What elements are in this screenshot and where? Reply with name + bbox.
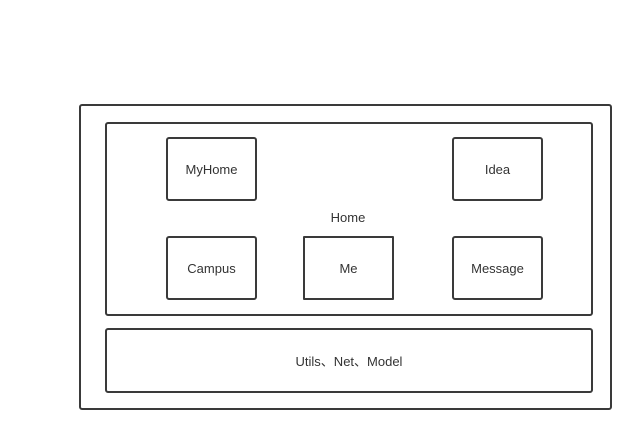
campus-module: Campus [166,236,257,300]
campus-module-label: Campus [187,260,236,276]
me-module-label: Me [339,260,358,276]
message-module: Message [452,236,543,300]
utils-net-model-layer: Utils、Net、Model [105,328,593,393]
home-module-label: Home [330,210,366,225]
myhome-module: MyHome [166,137,257,201]
me-module: Me [303,236,394,300]
myhome-module-label: MyHome [185,161,238,177]
idea-module-label: Idea [484,161,511,177]
message-module-label: Message [471,260,524,276]
idea-module: Idea [452,137,543,201]
utils-net-model-label: Utils、Net、Model [295,354,403,369]
